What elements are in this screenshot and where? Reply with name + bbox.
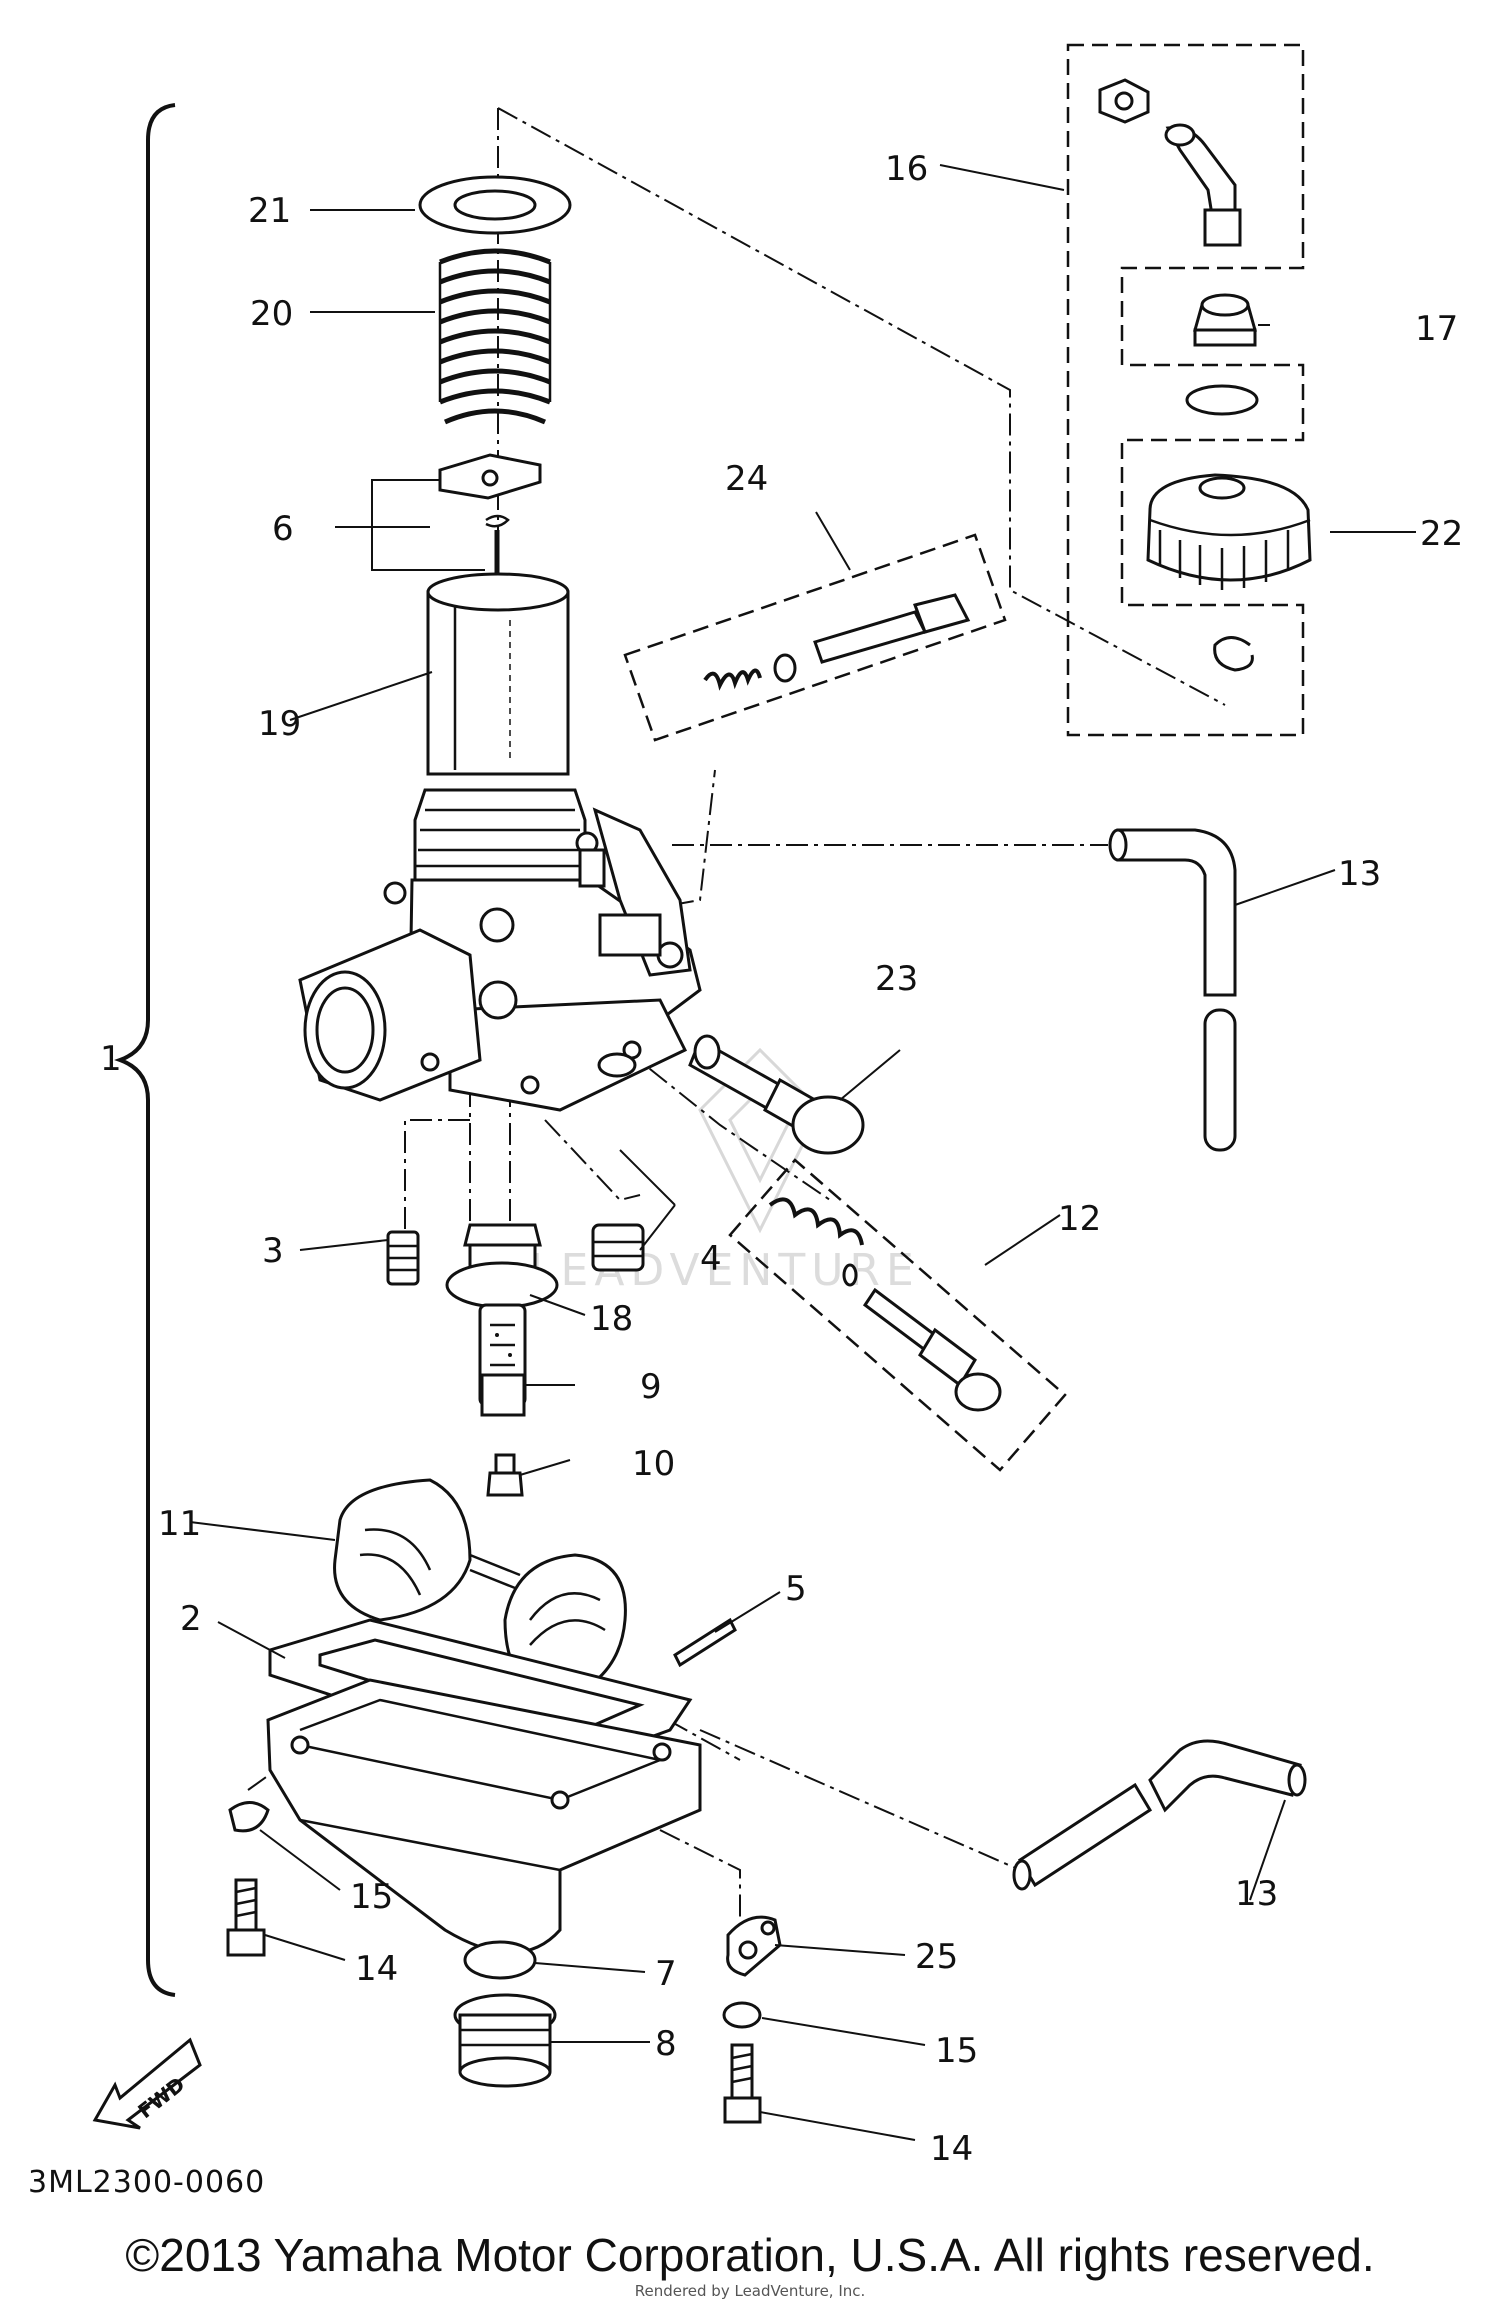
part-22-top-cap (1146, 473, 1312, 590)
part-9-main-nozzle (478, 1303, 527, 1417)
part-code: 3ML2300-0060 (28, 2165, 265, 2200)
label-21: 21 (248, 191, 291, 231)
label-25: 25 (915, 1937, 958, 1977)
part-labels: 1 2 3 4 5 6 7 8 9 10 11 12 13 13 14 14 1… (100, 149, 1463, 2169)
part-25-bracket (726, 1915, 782, 1977)
label-13-lower: 13 (1235, 1874, 1278, 1914)
part-7-o-ring (463, 1940, 537, 1980)
label-13-upper: 13 (1338, 854, 1381, 894)
label-12: 12 (1058, 1199, 1101, 1239)
part-5-float-pin (673, 1617, 737, 1668)
assembly-brace (114, 103, 176, 1997)
label-5: 5 (785, 1569, 807, 1609)
label-9: 9 (640, 1367, 662, 1407)
part-10-main-jet (486, 1453, 524, 1497)
part-16-elbow-fitting (1098, 78, 1242, 247)
part-14-screw-left (226, 1878, 266, 1957)
label-19: 19 (258, 704, 301, 744)
part-13-vent-hose (1108, 828, 1237, 1152)
part-12-air-screw (768, 1197, 1002, 1412)
group-box-12 (728, 1158, 1067, 1472)
label-20: 20 (250, 294, 293, 334)
part-18-needle-jet-holder (445, 1223, 559, 1309)
part-19-throttle-valve (426, 572, 570, 776)
label-8: 8 (655, 2024, 677, 2064)
label-23: 23 (875, 959, 918, 999)
label-14-left: 14 (355, 1949, 398, 1989)
label-15-left: 15 (350, 1877, 393, 1917)
label-15-right: 15 (935, 2031, 978, 2071)
label-7: 7 (655, 1954, 677, 1994)
group-box-16 (1066, 43, 1305, 737)
label-4: 4 (700, 1239, 722, 1279)
label-14-right: 14 (930, 2129, 973, 2169)
part-17-cap-seal (1193, 293, 1257, 347)
group-box-24 (623, 533, 1007, 742)
label-16: 16 (885, 149, 928, 189)
label-17: 17 (1415, 309, 1458, 349)
leader-lines (247, 107, 1226, 1920)
label-10: 10 (632, 1444, 675, 1484)
label-leader-lines (189, 164, 1416, 2141)
label-3: 3 (262, 1231, 284, 1271)
label-18: 18 (590, 1299, 633, 1339)
part-15-washer-right (722, 2001, 762, 2029)
part-3-pilot-jet (386, 1230, 420, 1286)
label-24: 24 (725, 459, 768, 499)
label-6: 6 (272, 509, 294, 549)
part-15-washer-left (228, 1801, 270, 1833)
label-2: 2 (180, 1599, 202, 1639)
watermark-text: LEADVENTURE (530, 1245, 920, 1296)
label-11: 11 (158, 1504, 201, 1544)
label-22: 22 (1420, 514, 1463, 554)
part-20-spring (438, 248, 552, 425)
part-21-washer (418, 175, 572, 235)
fwd-arrow: FWD (92, 2037, 202, 2130)
part-16-clip (1213, 636, 1254, 672)
render-credit: Rendered by LeadVenture, Inc. (634, 2282, 866, 2300)
label-1: 1 (100, 1039, 122, 1079)
copyright-notice: ©2013 Yamaha Motor Corporation, U.S.A. A… (125, 2229, 1375, 2281)
part-17-washer (1185, 384, 1259, 416)
part-4-valve-seat (591, 1052, 645, 1272)
carburetor-body (298, 788, 702, 1112)
part-24-screw-set (703, 593, 971, 691)
part-13-overflow-hose (1012, 1739, 1307, 1891)
part-23-starter-plunger (688, 1034, 865, 1155)
part-8-drain-plug (453, 1993, 557, 2088)
part-14-screw-right (723, 2043, 762, 2124)
